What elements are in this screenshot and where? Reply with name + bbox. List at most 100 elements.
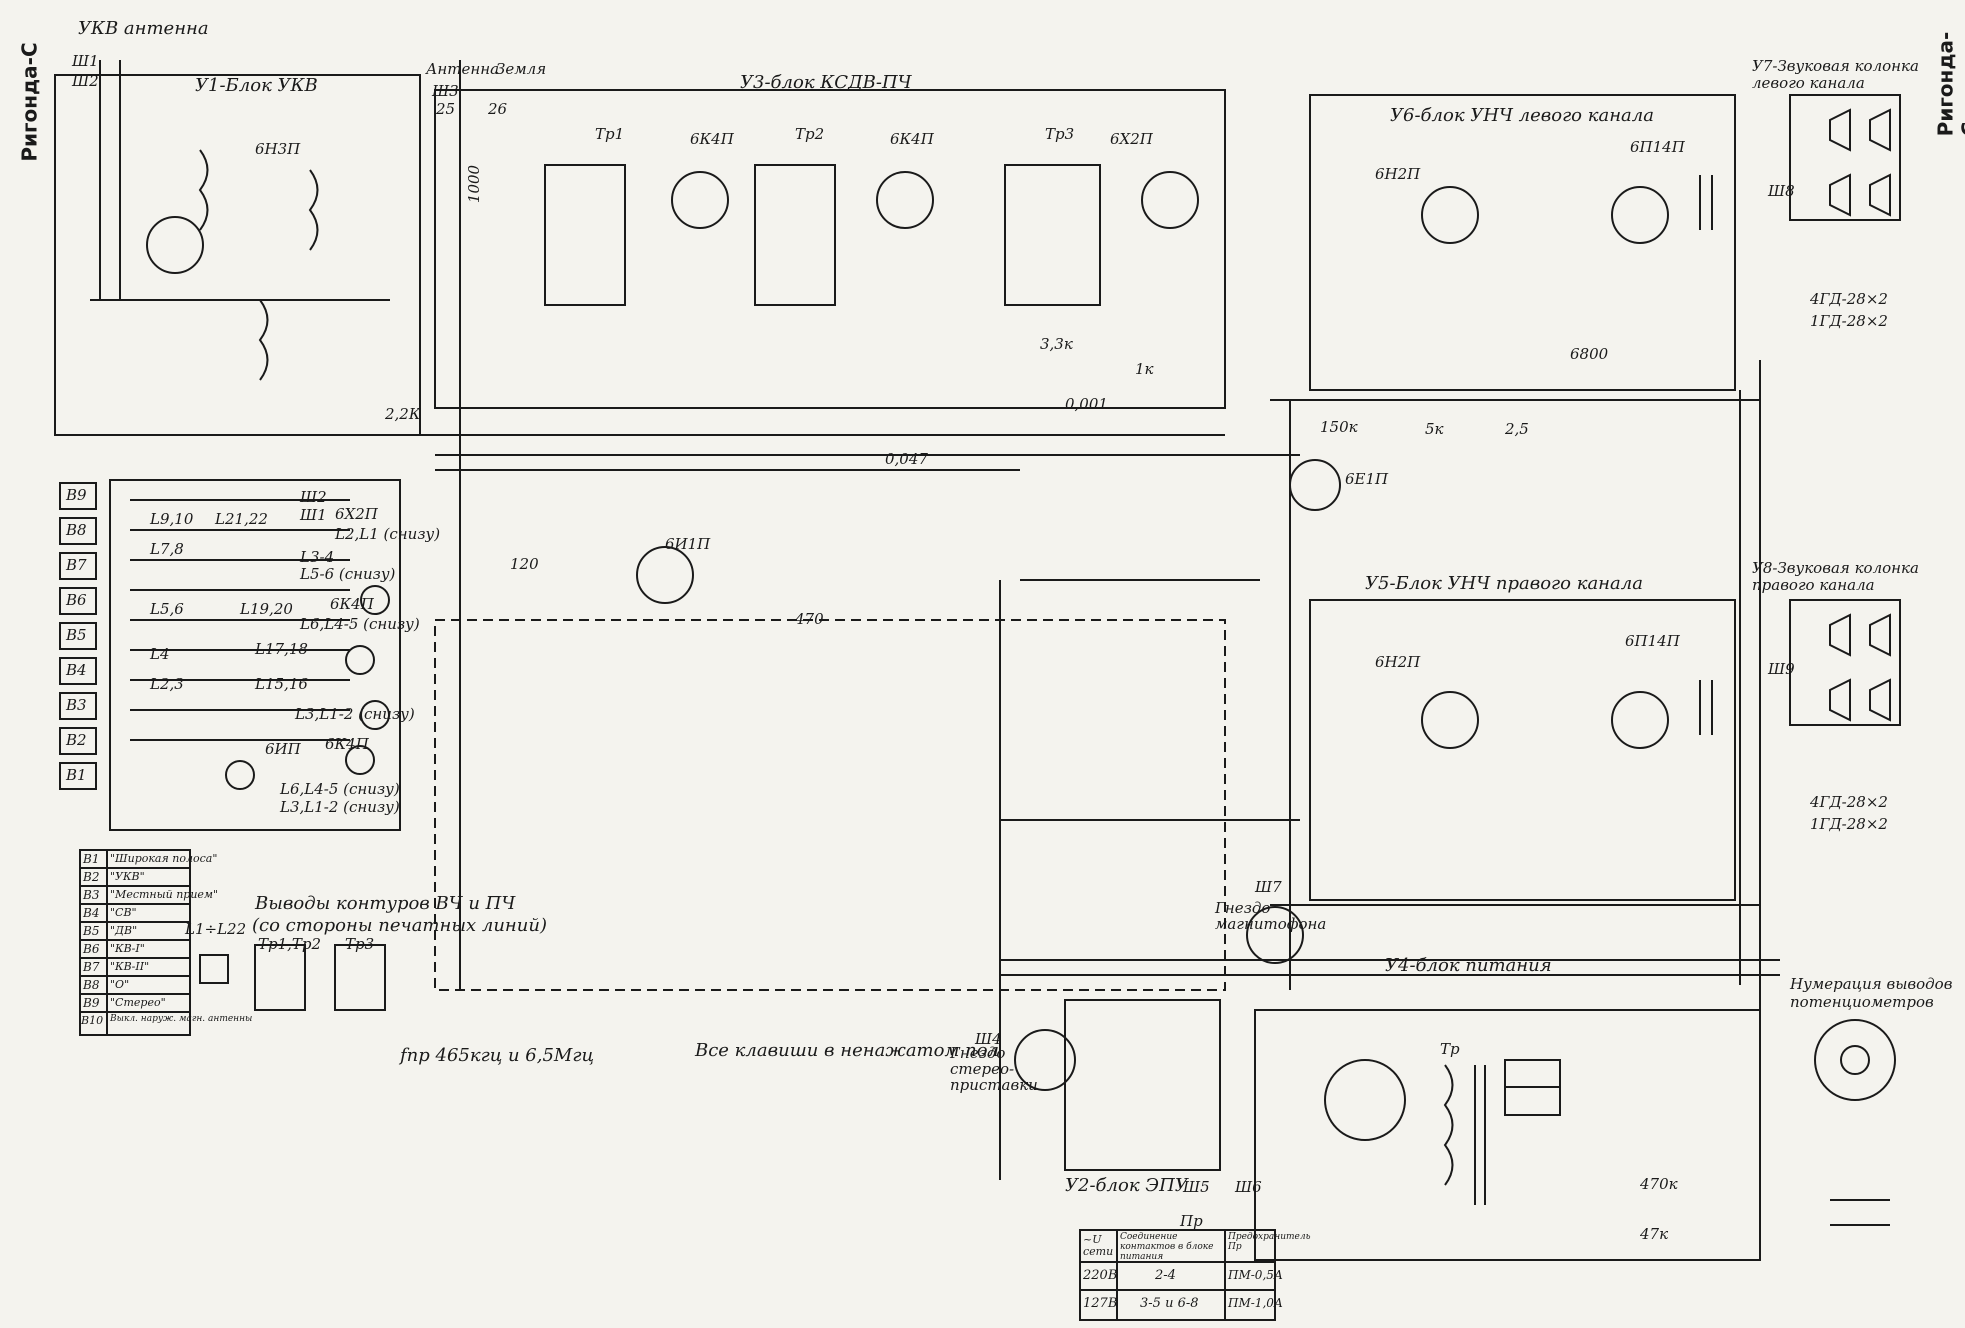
board-l3-l12: L3,L1-2 (снизу): [295, 705, 415, 723]
switch-b9: [59, 482, 97, 510]
tr12-label: Тр1,Тр2: [258, 935, 322, 953]
legend-key-3: В3: [83, 888, 100, 902]
value-r1k: 1к: [1135, 360, 1154, 378]
value-c120: 120: [510, 555, 539, 573]
fuse-row2-1: 127В: [1083, 1296, 1118, 1311]
pin-26-label: 26: [488, 100, 508, 118]
board-sh2: Ш2: [300, 488, 327, 506]
block-u1-title: У1-Блок УКВ: [195, 75, 318, 96]
value-r22k: 2,2К: [385, 405, 421, 423]
value-r25: 2,5: [1505, 420, 1529, 438]
block-u6-frame: [1309, 94, 1736, 391]
value-r150k: 150к: [1320, 418, 1358, 436]
block-u5-title: У5-Блок УНЧ правого канала: [1365, 573, 1643, 594]
pins-title: Выводы контуров ВЧ и ПЧ: [255, 893, 516, 914]
switch-b3-label: В3: [66, 696, 87, 714]
sh9-label: Ш9: [1768, 660, 1795, 678]
legend-key-5: В5: [83, 924, 100, 938]
tube-ind: [636, 546, 694, 604]
legend-key-6: В6: [83, 942, 100, 956]
sh4-label: Ш4: [975, 1030, 1002, 1048]
sh6-label: Ш6: [1235, 1178, 1262, 1196]
tr3-label: Тр3: [1045, 125, 1075, 143]
tube-u5-pre-label: 6Н2П: [1375, 653, 1421, 671]
switch-b5-label: В5: [66, 626, 87, 644]
switch-b6: [59, 587, 97, 615]
sh3-label: Ш3: [432, 82, 459, 100]
stereo-socket-label: Гнездо стерео-приставки: [950, 1044, 1038, 1094]
value-c0047: 0,047: [885, 450, 928, 468]
tube-ik1: [671, 171, 729, 229]
board-l910: L9,10: [150, 510, 194, 528]
tube-u6-out-label: 6П14П: [1630, 138, 1685, 156]
pins-subtitle: (со стороны печатных линий): [252, 915, 547, 936]
tube-ik2-label: 6К4П: [890, 130, 934, 148]
switch-b9-label: В9: [66, 486, 87, 504]
board-l1718: L17,18: [255, 640, 308, 658]
fuse-row1-1: 220В: [1083, 1268, 1118, 1283]
fuse-table-frame: [1079, 1229, 1276, 1321]
board-sh1: Ш1: [300, 506, 327, 524]
fuse-header-2: Соединение контактов в блоке питания: [1120, 1232, 1214, 1262]
pot-title: Нумерация выводов потенциометров: [1790, 975, 1953, 1011]
block-u4-title: У4-блок питания: [1385, 955, 1552, 976]
legend-val-5: "ДВ": [110, 924, 138, 937]
legend-val-2: "УКВ": [110, 870, 145, 883]
right-side-title: Ригонда-С: [1933, 31, 1965, 137]
tube-u6-out: [1611, 186, 1669, 244]
block-u7-title: У7-Звуковая колонка левого канала: [1752, 57, 1919, 92]
legend-val-1: "Широкая полоса": [110, 852, 218, 865]
legend-key-10: В10: [81, 1014, 104, 1027]
sh8-label: Ш8: [1768, 182, 1795, 200]
tr2-outline: [754, 164, 836, 306]
tr3-outline: [1004, 164, 1101, 306]
fuse-row1-3: ПМ-0,5А: [1228, 1268, 1283, 1282]
switch-b7-label: В7: [66, 556, 87, 574]
legend-val-9: "Стерео": [110, 996, 166, 1009]
fuse-row1-2: 2-4: [1155, 1268, 1176, 1283]
legend-key-2: В2: [83, 870, 100, 884]
switch-b2-label: В2: [66, 731, 87, 749]
switch-legend-frame: [79, 849, 191, 1036]
switch-b8-label: В8: [66, 521, 87, 539]
tr-power-label: Тр: [1440, 1040, 1460, 1058]
switch-b1-label: В1: [66, 766, 87, 784]
board-bip: 6ИП: [265, 740, 301, 758]
tube-eye-label: 6Е1П: [1345, 470, 1389, 488]
fpr-label: fпр 465кгц и 6,5Мгц: [400, 1045, 595, 1066]
fuse-header-1: ~U сети: [1083, 1233, 1114, 1258]
tube-det: [1141, 171, 1199, 229]
sh1-label: Ш1: [72, 52, 99, 70]
recorder-socket-label: Гнездо магнитофона: [1215, 899, 1327, 933]
legend-key-7: В7: [83, 960, 100, 974]
tr3-pin-label: Тр3: [345, 935, 375, 953]
tube-u5-out-label: 6П14П: [1625, 632, 1680, 650]
tube-det-label: 6Х2П: [1110, 130, 1153, 148]
tube-u1: [146, 216, 204, 274]
board-l56n: L5-6 (снизу): [300, 565, 396, 583]
legend-val-4: "СВ": [110, 906, 137, 919]
legend-val-7: "КВ-II": [110, 960, 150, 973]
fuse-row2-2: 3-5 и 6-8: [1140, 1296, 1199, 1311]
sh7-label: Ш7: [1255, 878, 1282, 896]
speakers-right: 4ГД-28×2: [1810, 793, 1888, 811]
l-range-label: L1÷L22: [185, 920, 247, 938]
tube-ik2: [876, 171, 934, 229]
keys-note: Все клавиши в ненажатом пол: [695, 1040, 999, 1061]
recorder-socket: [1246, 906, 1304, 964]
switch-b2: [59, 727, 97, 755]
legend-key-9: В9: [83, 996, 100, 1010]
legend-key-4: В4: [83, 906, 100, 920]
fuse-row2-3: ПМ-1,0А: [1228, 1296, 1283, 1310]
legend-val-6: "КВ-I": [110, 942, 145, 955]
stereo-socket: [1014, 1029, 1076, 1091]
block-u2-frame: [1064, 999, 1221, 1171]
tr1-label: Тр1: [595, 125, 625, 143]
value-r33k: 3,3к: [1040, 335, 1073, 353]
block-u8-title: У8-Звуковая колонка правого канала: [1752, 559, 1919, 594]
value-r470k: 470к: [1640, 1175, 1678, 1193]
legend-val-3: "Местный прием": [110, 888, 219, 901]
board-6x2p: 6Х2П: [335, 505, 378, 523]
tr2-label: Тр2: [795, 125, 825, 143]
sh5-label: Ш5: [1183, 1178, 1210, 1196]
